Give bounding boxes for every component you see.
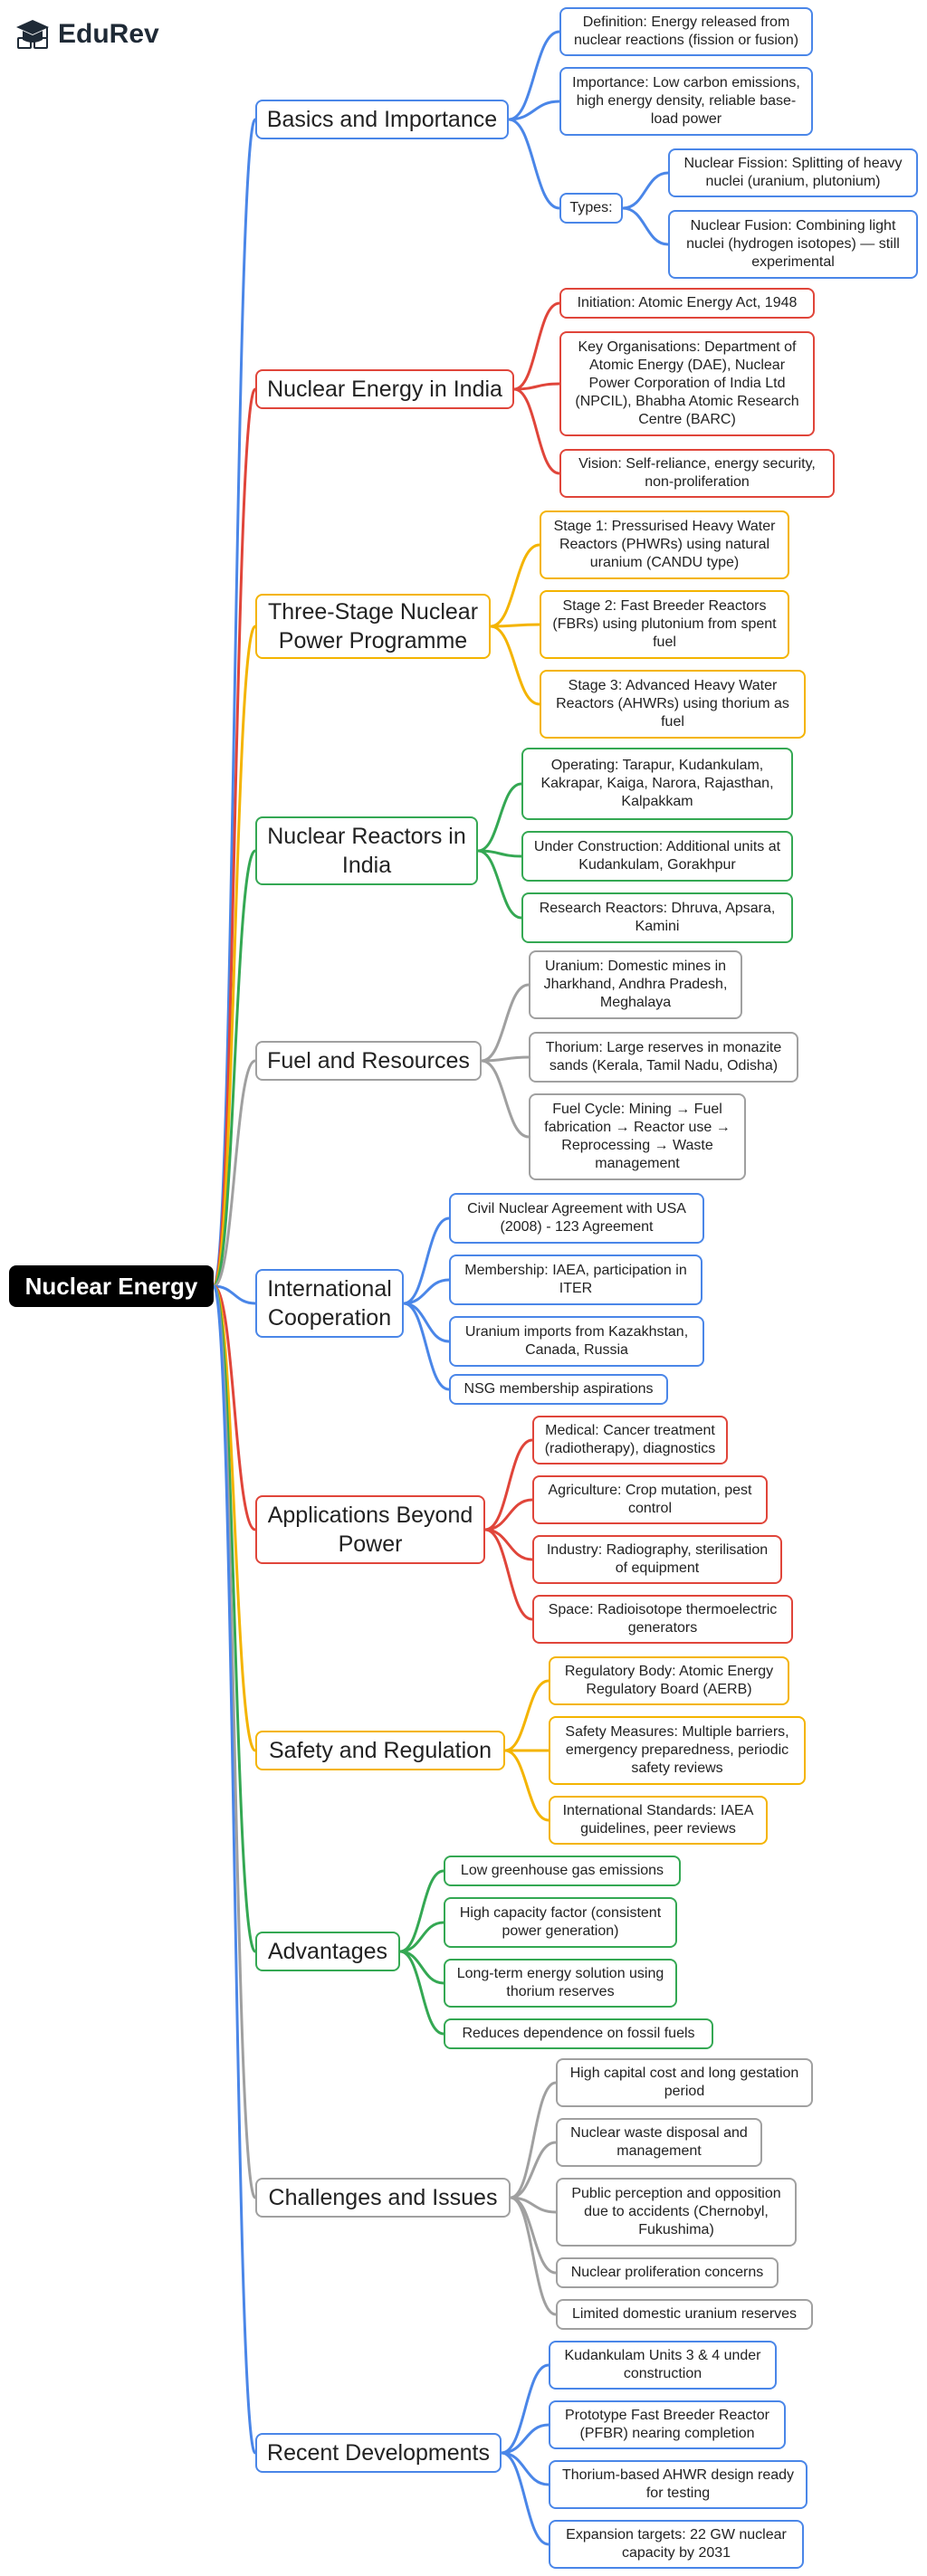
leaf-stage-1: Stage 1: Pressurised Heavy Water Reactor… xyxy=(540,510,789,579)
leaf-connector xyxy=(513,301,560,391)
leaf-industry: Industry: Radiography, sterilisation of … xyxy=(532,1535,782,1584)
leaf-initiation: Initiation: Atomic Energy Act, 1948 xyxy=(559,288,815,319)
leaf-connector xyxy=(484,1528,533,1561)
leaf-connector xyxy=(508,30,560,121)
leaf-international-standards: International Standards: IAEA guidelines… xyxy=(549,1796,768,1845)
branch-connector xyxy=(213,1284,256,1305)
leaf-connector xyxy=(481,983,530,1063)
leaf-connector xyxy=(508,118,560,210)
leaf-connector xyxy=(513,382,560,391)
leaf-connector xyxy=(484,1528,533,1621)
leaf-connector xyxy=(477,849,522,920)
leaf-connector xyxy=(501,2423,550,2455)
sub-leaf-connector xyxy=(622,206,669,246)
leaf-connector xyxy=(510,2141,557,2199)
leaf-connector xyxy=(510,2196,557,2316)
branch-connector xyxy=(212,849,257,1288)
leaf-uranium: Uranium: Domestic mines in Jharkhand, An… xyxy=(529,950,742,1019)
leaf-public-perception: Public perception and opposition due to … xyxy=(556,2178,797,2247)
leaf-high-capital-cost: High capital cost and long gestation per… xyxy=(556,2058,813,2107)
branch-basics-and-importance: Basics and Importance xyxy=(255,100,509,139)
leaf-connector xyxy=(399,1950,444,2036)
leaf-connector xyxy=(501,2363,550,2455)
root-node: Nuclear Energy xyxy=(9,1265,214,1307)
branch-nuclear-reactors-in-india: Nuclear Reactors in India xyxy=(255,816,478,885)
leaf-pfbr: Prototype Fast Breeder Reactor (PFBR) ne… xyxy=(549,2400,786,2449)
leaf-connector xyxy=(490,625,540,706)
leaf-connector xyxy=(513,387,560,475)
leaf-regulatory-body: Regulatory Body: Atomic Energy Regulator… xyxy=(549,1656,789,1705)
leaf-connector xyxy=(490,543,540,628)
leaf-vision: Vision: Self-reliance, energy security, … xyxy=(559,449,835,498)
leaf-medical: Medical: Cancer treatment (radiotherapy)… xyxy=(532,1416,728,1465)
leaf-thorium-ahwr: Thorium-based AHWR design ready for test… xyxy=(549,2460,808,2509)
leaf-waste-disposal: Nuclear waste disposal and management xyxy=(556,2118,762,2167)
branch-connector xyxy=(213,1284,256,1531)
leaf-stage-2: Stage 2: Fast Breeder Reactors (FBRs) us… xyxy=(540,590,789,659)
branch-recent-developments: Recent Developments xyxy=(255,2433,502,2473)
leaf-key-organisations: Key Organisations: Department of Atomic … xyxy=(559,331,815,436)
leaf-membership: Membership: IAEA, participation in ITER xyxy=(449,1255,702,1305)
branch-safety-and-regulation: Safety and Regulation xyxy=(255,1731,505,1770)
leaf-high-capacity-factor: High capacity factor (consistent power g… xyxy=(444,1897,677,1948)
leaf-connector xyxy=(403,1216,450,1305)
branch-connector xyxy=(212,1284,257,2455)
leaf-connector xyxy=(399,1921,444,1953)
leaf-reduces-fossil-dependence: Reduces dependence on fossil fuels xyxy=(444,2018,713,2049)
branch-connector xyxy=(212,387,257,1288)
leaf-proliferation-concerns: Nuclear proliferation concerns xyxy=(556,2257,779,2288)
leaf-nuclear-fusion: Nuclear Fusion: Combining light nuclei (… xyxy=(668,210,918,279)
leaf-importance: Importance: Low carbon emissions, high e… xyxy=(559,67,813,136)
leaf-connector xyxy=(399,1869,444,1953)
leaf-connector xyxy=(477,782,522,853)
branch-challenges-and-issues: Challenges and Issues xyxy=(255,2178,511,2218)
branch-international-cooperation: International Cooperation xyxy=(255,1269,404,1338)
leaf-expansion-targets: Expansion targets: 22 GW nuclear capacit… xyxy=(549,2520,804,2569)
leaf-types: Types: xyxy=(559,193,623,224)
leaf-stage-3: Stage 3: Advanced Heavy Water Reactors (… xyxy=(540,670,806,739)
leaf-nuclear-fission: Nuclear Fission: Splitting of heavy nucl… xyxy=(668,148,918,197)
branch-applications-beyond-power: Applications Beyond Power xyxy=(255,1495,485,1564)
branch-advantages: Advantages xyxy=(255,1932,400,1971)
leaf-connector xyxy=(501,2451,550,2546)
edurev-logo: EduRev xyxy=(14,18,159,51)
leaf-civil-nuclear-agreement: Civil Nuclear Agreement with USA (2008) … xyxy=(449,1193,704,1244)
leaf-uranium-imports: Uranium imports from Kazakhstan, Canada,… xyxy=(449,1316,704,1367)
leaf-connector xyxy=(504,1749,550,1822)
leaf-connector xyxy=(484,1498,533,1531)
leaf-connector xyxy=(403,1302,450,1391)
leaf-nsg-membership: NSG membership aspirations xyxy=(449,1374,668,1405)
leaf-connector xyxy=(481,1059,530,1139)
branch-fuel-and-resources: Fuel and Resources xyxy=(255,1041,482,1081)
leaf-connector xyxy=(403,1278,450,1305)
leaf-low-emissions: Low greenhouse gas emissions xyxy=(444,1856,681,1886)
graduation-cap-icon xyxy=(16,20,49,49)
brand-name: EduRev xyxy=(58,19,159,49)
leaf-under-construction: Under Construction: Additional units at … xyxy=(521,831,793,882)
leaf-research-reactors: Research Reactors: Dhruva, Apsara, Kamin… xyxy=(521,892,793,943)
leaf-connector xyxy=(403,1302,450,1343)
branch-connector xyxy=(212,625,257,1288)
leaf-thorium: Thorium: Large reserves in monazite sand… xyxy=(529,1032,798,1083)
leaf-connector xyxy=(484,1438,533,1531)
leaf-kudankulam-units: Kudankulam Units 3 & 4 under constructio… xyxy=(549,2341,777,2390)
leaf-definition: Definition: Energy released from nuclear… xyxy=(559,7,813,56)
branch-connector xyxy=(213,1059,256,1288)
leaf-connector xyxy=(510,2081,557,2199)
leaf-operating: Operating: Tarapur, Kudankulam, Kakrapar… xyxy=(521,748,793,820)
leaf-connector xyxy=(504,1679,550,1752)
leaf-fuel-cycle: Fuel Cycle: Mining → Fuel fabrication → … xyxy=(529,1093,746,1180)
leaf-long-term-solution: Long-term energy solution using thorium … xyxy=(444,1959,677,2008)
leaf-limited-uranium: Limited domestic uranium reserves xyxy=(556,2299,813,2330)
leaf-connector xyxy=(508,100,560,121)
leaf-agriculture: Agriculture: Crop mutation, pest control xyxy=(532,1475,768,1524)
sub-leaf-connector xyxy=(622,171,669,210)
branch-connector xyxy=(212,118,257,1288)
leaf-space: Space: Radioisotope thermoelectric gener… xyxy=(532,1595,793,1644)
branch-three-stage-programme: Three-Stage Nuclear Power Programme xyxy=(255,594,491,659)
branch-nuclear-energy-in-india: Nuclear Energy in India xyxy=(255,369,514,409)
leaf-safety-measures: Safety Measures: Multiple barriers, emer… xyxy=(549,1716,806,1785)
